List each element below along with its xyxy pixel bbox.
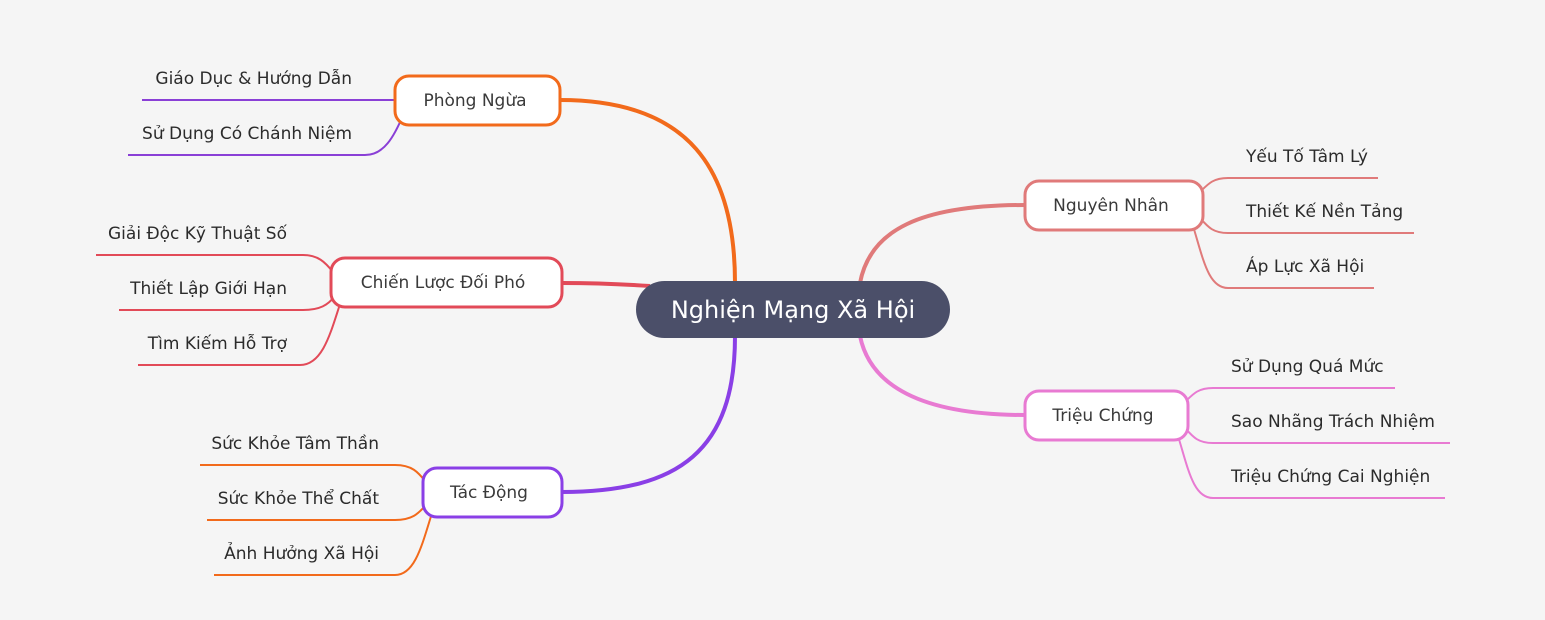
- branch-node-phong-ngua[interactable]: Phòng Ngừa: [393, 74, 562, 127]
- leaf-line-su-dung-chanh-niem: [128, 117, 403, 156]
- leaf-label-yeu-to[interactable]: Yếu Tố Tâm Lý: [1245, 146, 1368, 167]
- branch-box: [1023, 179, 1205, 232]
- leaf-label-suc-khoe-the-chat[interactable]: Sức Khỏe Thể Chất: [218, 488, 380, 509]
- leaf-line-tim-kiem: [138, 303, 341, 366]
- branch-label: Phòng Ngừa: [423, 91, 526, 111]
- leaf-line-giai-doc: [96, 254, 334, 273]
- leaf-label-giao-duc[interactable]: Giáo Dục & Hướng Dẫn: [155, 68, 352, 89]
- leaf-line-yeu-to: [1199, 177, 1378, 193]
- connector-trieu-chung: [858, 335, 1026, 417]
- branch-node-nguyen-nhan[interactable]: Nguyên Nhân: [1023, 179, 1205, 232]
- root-node-box: [636, 281, 950, 338]
- branch-node-trieu-chung[interactable]: Triệu Chứng: [1023, 389, 1190, 442]
- root-node[interactable]: Nghiện Mạng Xã Hội: [636, 281, 950, 338]
- branch-label: Triệu Chứng: [1051, 406, 1153, 426]
- leaf-label-anh-huong[interactable]: Ảnh Hưởng Xã Hội: [224, 541, 379, 564]
- leaf-label-ap-luc[interactable]: Áp Lực Xã Hội: [1246, 255, 1364, 277]
- branch-box: [393, 74, 562, 127]
- branch-label: Tác Động: [449, 483, 528, 503]
- leaf-label-su-dung-chanh-niem[interactable]: Sử Dụng Có Chánh Niệm: [142, 124, 352, 144]
- branch-node-tac-dong[interactable]: Tác Động: [421, 466, 564, 519]
- leaf-label-thiet-ke[interactable]: Thiết Kế Nền Tảng: [1245, 201, 1403, 222]
- leaf-label-giai-doc[interactable]: Giải Độc Kỹ Thuật Số: [108, 223, 288, 244]
- branch-box: [421, 466, 564, 519]
- leaf-label-cai-nghien[interactable]: Triệu Chứng Cai Nghiện: [1230, 467, 1430, 487]
- branch-label: Nguyên Nhân: [1053, 196, 1169, 216]
- connector-chien-luoc: [561, 281, 651, 288]
- leaf-line-qua-muc: [1184, 387, 1395, 403]
- leaf-line-suc-khoe-tam-than: [200, 464, 427, 483]
- connector-nguyen-nhan: [858, 203, 1026, 284]
- connector-phong-ngua: [559, 98, 737, 284]
- branch-node-chien-luoc-doi-pho[interactable]: Chiến Lược Đối Phó: [329, 256, 564, 309]
- leaf-label-thiet-lap[interactable]: Thiết Lập Giới Hạn: [129, 278, 287, 299]
- leaf-label-qua-muc[interactable]: Sử Dụng Quá Mức: [1231, 357, 1384, 377]
- leaf-label-suc-khoe-tam-than[interactable]: Sức Khỏe Tâm Thần: [211, 433, 379, 454]
- leaf-label-tim-kiem[interactable]: Tìm Kiếm Hỗ Trợ: [147, 333, 288, 354]
- branch-box: [1023, 389, 1190, 442]
- connector-tac-dong: [561, 335, 737, 494]
- branch-label: Chiến Lược Đối Phó: [361, 272, 526, 293]
- root-label: Nghiện Mạng Xã Hội: [671, 296, 915, 324]
- branch-box: [329, 256, 564, 309]
- leaf-line-anh-huong: [214, 512, 433, 576]
- leaf-line-ap-luc: [1192, 225, 1374, 289]
- leaf-label-sao-nhang[interactable]: Sao Nhãng Trách Nhiệm: [1231, 412, 1435, 432]
- leaf-line-cai-nghien: [1177, 435, 1445, 499]
